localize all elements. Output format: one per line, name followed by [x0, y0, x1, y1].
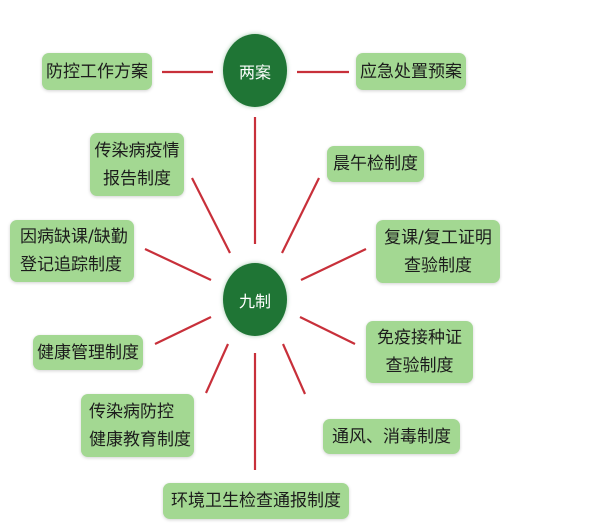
connector-report: [191, 177, 231, 254]
system-box-ventilation: 通风、消毒制度: [323, 419, 460, 454]
system-box-report: 传染病疫情报告制度: [90, 133, 184, 196]
system-box-vaccine: 免疫接种证查验制度: [366, 321, 473, 383]
box-text: 报告制度: [103, 168, 171, 189]
box-text: 环境卫生检查通报制度: [171, 491, 341, 511]
connector-vaccine: [299, 316, 356, 345]
plan-box-emergency: 应急处置预案: [356, 53, 466, 90]
hub-label: 九制: [238, 291, 271, 311]
box-text: 查验制度: [404, 255, 472, 276]
box-text: 查验制度: [385, 356, 454, 376]
center-hub-nine-systems: 九制: [223, 263, 287, 336]
box-text: 晨午检制度: [333, 154, 418, 174]
box-text: 复课/复工证明: [384, 227, 492, 248]
system-box-environment: 环境卫生检查通报制度: [163, 483, 349, 519]
connector-return: [300, 248, 367, 281]
box-text: 防控工作方案: [46, 61, 148, 82]
box-text: 登记追踪制度: [20, 255, 122, 275]
box-text: 通风、消毒制度: [332, 426, 451, 447]
box-text: 应急处置预案: [360, 61, 462, 82]
box-text: 健康管理制度: [37, 342, 139, 363]
system-box-morning-check: 晨午检制度: [327, 146, 424, 182]
connector-morning-check: [281, 177, 320, 254]
box-text: 传染病防控: [89, 401, 174, 422]
box-text: 健康教育制度: [89, 429, 191, 450]
system-box-return-check: 复课/复工证明查验制度: [376, 220, 500, 283]
box-text: 因病缺课/缺勤: [20, 227, 128, 247]
plan-box-prevention: 防控工作方案: [42, 53, 152, 90]
connector-education: [204, 343, 230, 394]
system-box-absence: 因病缺课/缺勤登记追踪制度: [10, 220, 134, 282]
box-text: 传染病疫情: [94, 140, 180, 161]
connector-ventilation: [281, 343, 307, 395]
connector-health-mgmt: [154, 316, 212, 345]
hub-label: 两案: [238, 62, 271, 82]
box-text: 免疫接种证: [377, 328, 462, 348]
system-box-education: 传染病防控健康教育制度: [81, 394, 194, 457]
connector-absence: [144, 248, 212, 281]
top-hub-two-plans: 两案: [223, 34, 287, 107]
system-box-health-mgmt: 健康管理制度: [33, 335, 143, 370]
